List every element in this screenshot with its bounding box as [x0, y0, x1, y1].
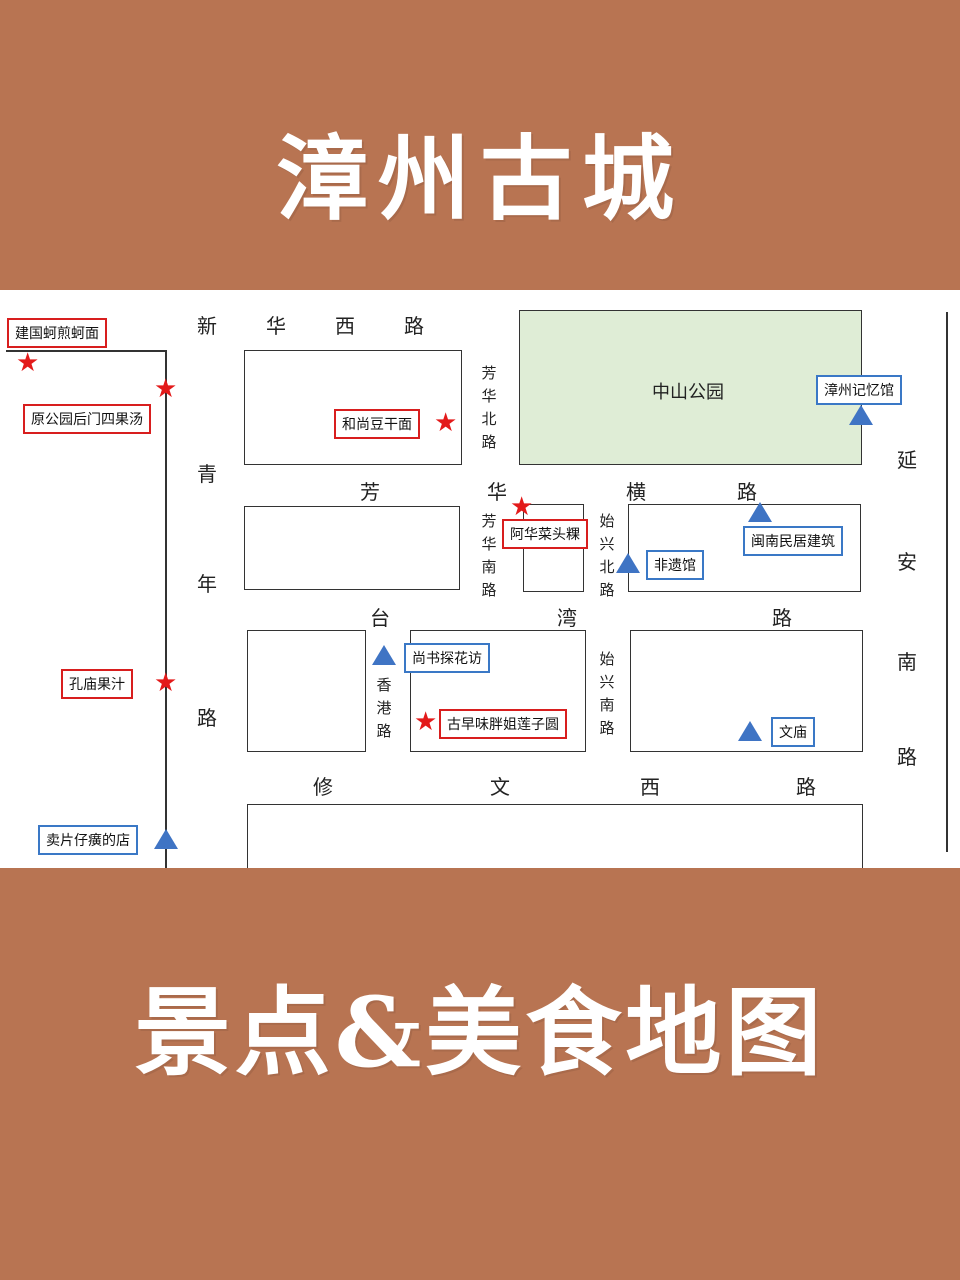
star-icon: ★ — [154, 374, 178, 404]
food-label[interactable]: 原公园后门四果汤 — [23, 404, 151, 434]
triangle-marker-icon — [372, 645, 396, 665]
road-taiwan: 台 — [370, 606, 390, 630]
road-xianggang: 香港路 — [376, 676, 392, 740]
sight-label[interactable]: 非遗馆 — [646, 550, 704, 580]
road-fanghua-heng: 路 — [737, 480, 757, 504]
street-line — [6, 350, 166, 352]
sight-label[interactable]: 文庙 — [771, 717, 815, 747]
road-fanghua-heng: 芳 — [360, 480, 380, 504]
road-taiwan: 湾 — [557, 606, 577, 630]
road-taiwan: 路 — [772, 606, 792, 630]
road-qingnian: 路 — [197, 706, 217, 730]
road-xinhua-xi: 西 — [335, 314, 355, 338]
street-line — [946, 312, 948, 852]
star-icon: ★ — [154, 668, 178, 698]
sight-label[interactable]: 漳州记忆馆 — [816, 375, 902, 405]
road-yanan-nan: 路 — [897, 745, 917, 769]
road-fanghua-heng: 横 — [626, 480, 646, 504]
road-xinhua-xi: 路 — [404, 314, 424, 338]
street-line — [165, 350, 167, 868]
park-name: 中山公园 — [652, 382, 724, 403]
food-label[interactable]: 建国蚵煎蚵面 — [7, 318, 107, 348]
triangle-marker-icon — [154, 829, 178, 849]
block — [247, 804, 863, 868]
road-qingnian: 年 — [197, 572, 217, 596]
triangle-marker-icon — [748, 502, 772, 522]
sight-label[interactable]: 闽南民居建筑 — [743, 526, 843, 556]
triangle-marker-icon — [616, 553, 640, 573]
road-xiuwen-xi: 修 — [313, 775, 333, 799]
sight-label[interactable]: 尚书探花访 — [404, 643, 490, 673]
zhongshan-park — [519, 310, 862, 465]
sight-label[interactable]: 卖片仔癀的店 — [38, 825, 138, 855]
star-icon: ★ — [414, 707, 438, 737]
road-xiuwen-xi: 文 — [490, 775, 510, 799]
block — [247, 630, 366, 752]
road-qingnian: 青 — [197, 462, 217, 486]
road-shixing-nan: 始兴南路 — [599, 650, 615, 737]
block — [244, 506, 460, 590]
road-yanan-nan: 南 — [897, 650, 917, 674]
road-yanan-nan: 安 — [897, 550, 917, 574]
food-label[interactable]: 古早味胖姐莲子圆 — [439, 709, 567, 739]
star-icon: ★ — [434, 408, 458, 438]
road-xiuwen-xi: 西 — [640, 775, 660, 799]
map: 中山公园 新 华 西 路 芳 华 横 路 台 湾 路 修 文 西 路 青 年 路… — [0, 290, 960, 868]
road-fanghua-heng: 华 — [487, 480, 507, 504]
road-fanghua-nan: 芳华南路 — [481, 512, 497, 599]
food-label[interactable]: 阿华菜头粿 — [502, 519, 588, 549]
food-label[interactable]: 和尚豆干面 — [334, 409, 420, 439]
road-shixing-bei: 始兴北路 — [599, 512, 615, 599]
block — [244, 350, 462, 465]
road-yanan-nan: 延 — [897, 448, 917, 472]
road-xiuwen-xi: 路 — [796, 775, 816, 799]
food-label[interactable]: 孔庙果汁 — [61, 669, 133, 699]
road-xinhua-xi: 新 — [197, 314, 217, 338]
star-icon: ★ — [16, 348, 40, 378]
page-title: 漳州古城 — [275, 125, 684, 233]
road-fanghua-bei: 芳华北路 — [481, 364, 497, 451]
star-icon: ★ — [510, 492, 534, 522]
triangle-marker-icon — [849, 405, 873, 425]
triangle-marker-icon — [738, 721, 762, 741]
road-xinhua-xi: 华 — [266, 314, 286, 338]
page-subtitle: 景点&美食地图 — [134, 976, 826, 1089]
